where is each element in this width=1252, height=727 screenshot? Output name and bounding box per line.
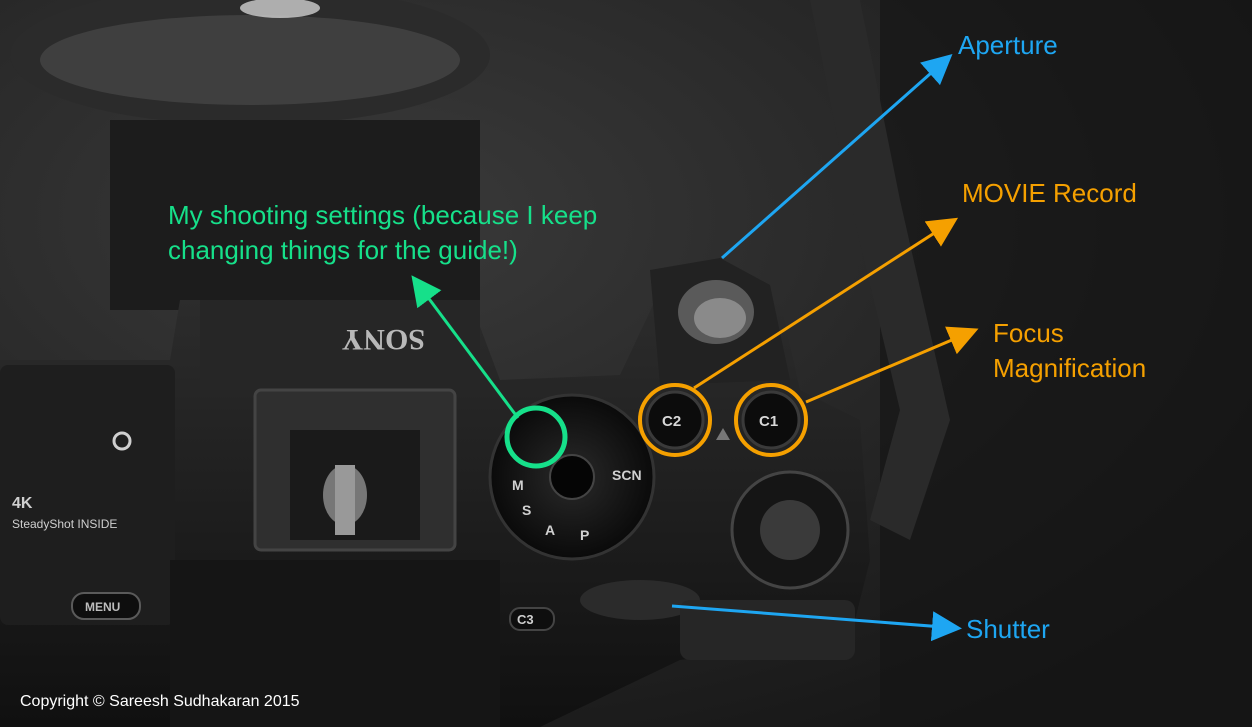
mode-dial-center xyxy=(549,454,595,500)
shutter-label: Shutter xyxy=(966,614,1050,644)
mode-a: A xyxy=(545,522,555,538)
power-icon-mark xyxy=(112,431,132,451)
aperture-label: Aperture xyxy=(958,30,1058,60)
hot-shoe-contact-strip xyxy=(335,465,355,535)
control-wheel xyxy=(580,580,700,620)
shooting-label-line1: My shooting settings (because I keep xyxy=(168,200,598,230)
grip-texture xyxy=(680,600,855,660)
mode-p: P xyxy=(580,527,589,543)
menu-button-text: MENU xyxy=(85,600,120,614)
c1-text: C1 xyxy=(759,413,778,430)
movie-record-label: MOVIE Record xyxy=(962,178,1137,208)
focus-label-line2: Magnification xyxy=(993,353,1147,383)
mode-s: S xyxy=(522,502,531,518)
badge-steadyshot: SteadyShot INSIDE xyxy=(12,517,117,531)
eyepiece xyxy=(170,560,500,727)
lens-ring-inner xyxy=(40,15,460,105)
c3-button xyxy=(509,607,555,631)
c2-text: C2 xyxy=(662,413,681,430)
sony-logo: SONY xyxy=(341,323,425,356)
exposure-dial-center xyxy=(760,500,820,560)
shutter-button-top xyxy=(694,298,746,338)
top-plate xyxy=(200,300,480,380)
left-panel xyxy=(0,365,175,625)
mode-m: M xyxy=(512,477,524,493)
focus-magnification-label: Focus Magnification xyxy=(993,316,1146,386)
menu-button-shape xyxy=(71,592,141,620)
shooting-label-line2: changing things for the guide!) xyxy=(168,235,518,265)
focus-triangle-mark xyxy=(716,428,730,440)
copyright-text: Copyright © Sareesh Sudhakaran 2015 xyxy=(20,693,300,710)
shooting-settings-label: My shooting settings (because I keep cha… xyxy=(168,198,597,268)
focus-label-line1: Focus xyxy=(993,318,1064,348)
badge-4k: 4K xyxy=(12,495,33,512)
mode-scn: SCN xyxy=(612,467,642,483)
lens-highlight xyxy=(240,0,320,18)
c3-text: C3 xyxy=(517,612,534,627)
